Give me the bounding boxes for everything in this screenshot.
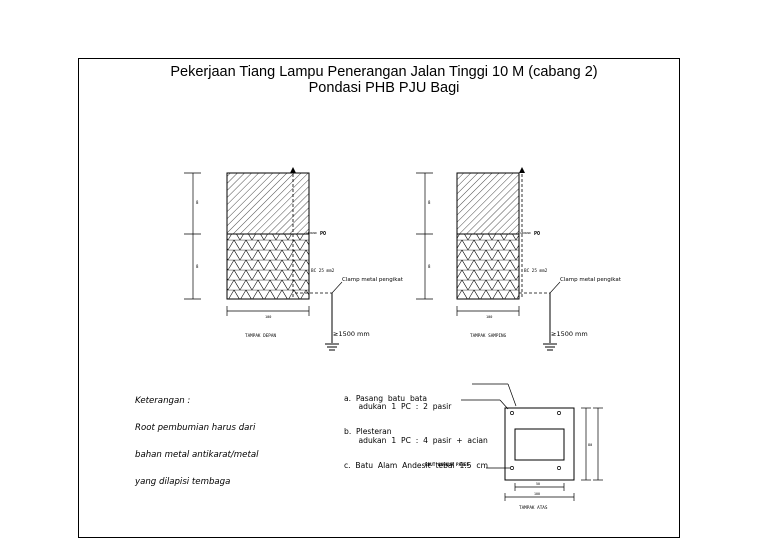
legend-item-a: a. Pasang batu bata adukan 1 PC : 2 pasi… — [344, 393, 452, 412]
front-caption: TAMPAK DEPAN — [245, 333, 276, 339]
front-depth-label: ≥1500 mm — [333, 330, 370, 338]
front-arrow-icon — [290, 167, 296, 173]
top-view: BAUT ANGKUR PANEL 80 50 100 TAMPAK ATAS — [425, 383, 603, 511]
side-ground-label: PO — [534, 231, 540, 237]
front-ground-icon — [325, 343, 339, 351]
front-ground-label: PO — [320, 231, 326, 237]
front-upper-block — [226, 172, 310, 235]
side-upper-block — [456, 172, 520, 235]
top-dim-inner: 50 — [536, 482, 540, 486]
legend-item-c: c. Batu Alam Andesit tebal 1.5 cm — [344, 461, 488, 471]
front-cable-label: BC 25 mm2 — [311, 268, 335, 274]
side-ground-icon — [543, 343, 557, 351]
side-dim-upper: 8 — [428, 200, 431, 205]
notes-line: Root pembumian harus dari — [135, 423, 256, 433]
notes-line: yang dilapisi tembaga — [135, 477, 231, 487]
side-clamp-label: Clamp metal pengikat — [560, 277, 622, 283]
notes-block: Keterangan : Root pembumian harus dari b… — [135, 379, 259, 496]
side-depth-label: ≥1500 mm — [551, 330, 588, 338]
side-lower-block — [456, 233, 520, 300]
side-cable-label: BC 25 mm2 — [524, 268, 548, 274]
material-legend: a. Pasang batu bata adukan 1 PC : 2 pasi… — [344, 378, 488, 479]
front-dim-lower: 8 — [196, 264, 199, 269]
drawing-sheet-border — [78, 58, 680, 538]
drawing-subtitle: Pondasi PHB PJU Bagi — [308, 80, 460, 96]
front-lower-block — [226, 233, 310, 300]
side-caption: TAMPAK SAMPING — [470, 333, 507, 339]
anchor-bolt-icon — [510, 466, 514, 470]
anchor-bolt-icon — [510, 411, 514, 415]
top-inner-box — [514, 428, 565, 461]
front-clamp-label: Clamp metal pengikat — [342, 277, 404, 283]
front-view: 8 8 100 TAMPAK DEPAN GROUND PO BC 25 mm2… — [184, 167, 404, 351]
drawing-title: Pekerjaan Tiang Lampu Penerangan Jalan T… — [170, 64, 598, 80]
top-dim-side: 80 — [588, 443, 592, 447]
anchor-bolt-icon — [557, 466, 561, 470]
side-view: 8 8 100 TAMPAK SAMPING GROUND PO BC 25 m… — [416, 167, 622, 351]
anchor-label: BAUT ANGKUR PANEL — [425, 462, 469, 468]
top-dim-outer: 100 — [534, 492, 540, 496]
front-ground-prefix: GROUND — [306, 231, 317, 235]
side-arrow-icon — [519, 167, 525, 173]
notes-heading: Keterangan : — [135, 396, 191, 406]
side-ground-prefix: GROUND — [520, 231, 531, 235]
anchor-bolt-icon — [557, 411, 561, 415]
side-dim-width: 100 — [486, 315, 492, 319]
front-dim-upper: 8 — [196, 200, 199, 205]
legend-item-b: b. Plesteran adukan 1 PC : 4 pasir + aci… — [344, 427, 488, 445]
front-dim-width: 100 — [265, 315, 271, 319]
notes-line: bahan metal antikarat/metal — [135, 450, 259, 460]
top-caption: TAMPAK ATAS — [519, 505, 548, 511]
top-outer-slab — [504, 407, 575, 481]
side-dim-lower: 8 — [428, 264, 431, 269]
